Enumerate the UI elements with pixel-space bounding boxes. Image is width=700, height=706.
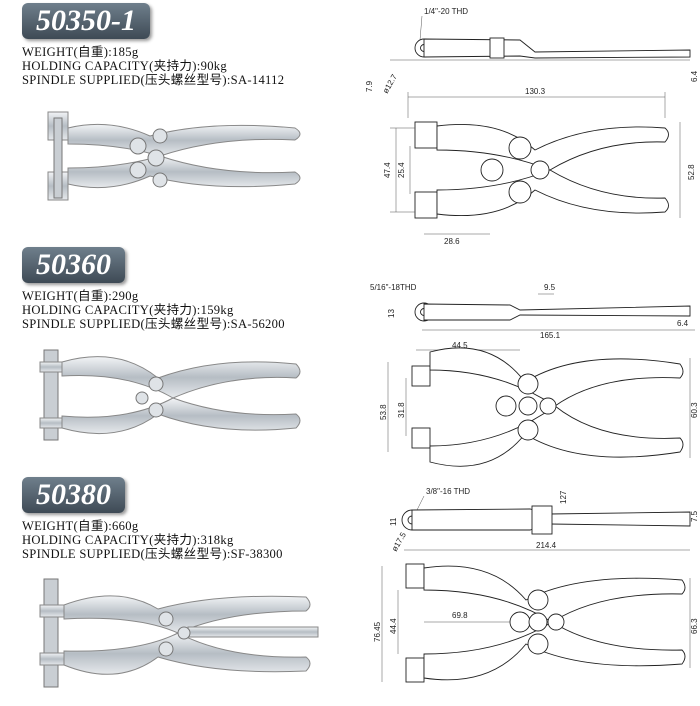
product-photo: [47, 111, 301, 201]
dim-length: 165.1: [540, 331, 561, 340]
dim-length: 130.3: [525, 87, 546, 96]
spec-holding-capacity: HOLDING CAPACITY(夹持力):159kg: [22, 303, 234, 317]
spec-list: WEIGHT(自重):185g HOLDING CAPACITY(夹持力):90…: [22, 45, 284, 87]
dim-d3: 127: [559, 490, 568, 504]
dim-thread: 5/16"-18THD: [370, 283, 417, 292]
dim-length: 214.4: [536, 541, 557, 550]
dim-h3: 60.3: [690, 402, 699, 418]
spec-weight: WEIGHT(自重):660g: [22, 519, 139, 533]
model-badge: 50360: [22, 247, 125, 283]
product-photo: [39, 578, 319, 688]
dim-d1: 11: [389, 517, 398, 526]
dim-d1: 13: [387, 309, 396, 318]
dim-w1: 44.5: [452, 341, 468, 350]
dim-w1: 69.8: [452, 611, 468, 620]
product-photo: [39, 349, 301, 441]
spec-spindle: SPINDLE SUPPLIED(压头螺丝型号):SA-56200: [22, 317, 285, 331]
dim-d1: 7.9: [365, 80, 374, 92]
technical-drawing: 3/8"-16 THD 11 ø17.5 127 7.5 214.4 69.8 …: [373, 487, 699, 683]
dim-w1: 28.6: [444, 237, 460, 245]
model-badge: 50380: [22, 477, 125, 513]
spec-holding-capacity: HOLDING CAPACITY(夹持力):318kg: [22, 533, 234, 547]
spec-list: WEIGHT(自重):290g HOLDING CAPACITY(夹持力):15…: [22, 289, 285, 331]
dim-d3: 6.4: [690, 70, 699, 82]
dim-h1: 47.4: [383, 162, 392, 178]
dim-d2: ø17.5: [390, 530, 408, 553]
dim-h2: 25.4: [397, 162, 406, 178]
dim-thread: 1/4"-20 THD: [424, 7, 468, 16]
spec-weight: WEIGHT(自重):185g: [22, 45, 139, 59]
model-badge: 50350-1: [22, 3, 150, 39]
dim-h2: 44.4: [389, 618, 398, 634]
dim-thread: 3/8"-16 THD: [426, 487, 470, 496]
technical-drawing: 1/4"-20 THD 7.9 ø12.7 6.4 130.3 47.4 25.…: [365, 7, 699, 245]
dim-h3: 52.8: [687, 164, 696, 180]
spec-list: WEIGHT(自重):660g HOLDING CAPACITY(夹持力):31…: [22, 519, 283, 561]
dim-h1: 76.45: [373, 621, 382, 642]
spec-spindle: SPINDLE SUPPLIED(压头螺丝型号):SF-38300: [22, 547, 283, 561]
spec-holding-capacity: HOLDING CAPACITY(夹持力):90kg: [22, 59, 227, 73]
dim-d2: ø12.7: [381, 72, 399, 95]
dim-d3: 6.4: [677, 319, 689, 328]
dim-d2: 9.5: [544, 283, 556, 292]
dim-d4: 7.5: [690, 510, 699, 522]
dim-h3: 66.3: [690, 618, 699, 634]
dim-h2: 31.8: [397, 402, 406, 418]
spec-spindle: SPINDLE SUPPLIED(压头螺丝型号):SA-14112: [22, 73, 285, 87]
dim-h1: 53.8: [379, 404, 388, 420]
spec-weight: WEIGHT(自重):290g: [22, 289, 139, 303]
technical-drawing: 5/16"-18THD 13 9.5 6.4 165.1 44.5 53.8 3…: [370, 283, 699, 467]
